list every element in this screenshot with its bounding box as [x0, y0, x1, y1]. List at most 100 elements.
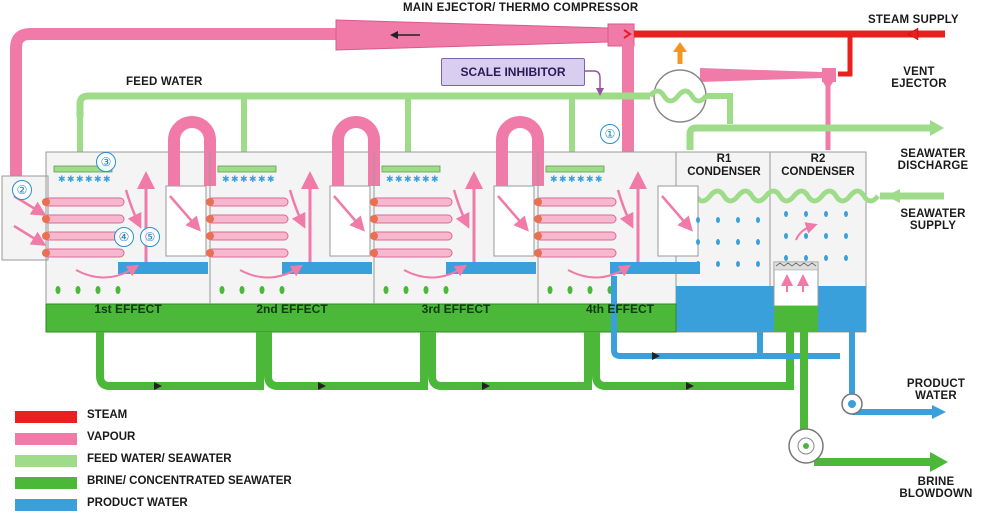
r2-condensate-drop — [804, 233, 808, 239]
effect-3-tube-end — [370, 215, 378, 223]
effect-1-transfer-bend — [168, 116, 216, 186]
effect-2-spray-drop: ✱ — [258, 175, 266, 185]
effect-2-spray-drop: ✱ — [240, 175, 248, 185]
effect-1-product-pool — [118, 262, 208, 274]
r1-condensate-drop — [696, 261, 700, 267]
seawater-discharge-line2: DISCHARGE — [897, 160, 969, 172]
effect-4-brine-drop — [567, 286, 573, 294]
effect-1-tube-end — [42, 215, 50, 223]
effect-2-tube-end — [206, 198, 214, 206]
effect-4-spray-drop: ✱ — [568, 175, 576, 185]
effect-2-brine-drop — [219, 286, 225, 294]
condenser-shell — [675, 151, 880, 333]
r1-condensate-drop — [696, 217, 700, 223]
effect-1-brine-drop — [55, 286, 61, 294]
effect-4-tube — [535, 197, 617, 207]
effect-1-brine-drop — [75, 286, 81, 294]
effect-3-tube — [371, 214, 453, 224]
vent-condenser — [648, 69, 733, 124]
r2-condensate-drop — [844, 233, 848, 239]
seawater-supply-line1: SEAWATER — [900, 208, 966, 220]
effect-1-tube — [43, 231, 125, 241]
seawater-discharge-line — [686, 120, 944, 150]
brine-transfer-lines — [96, 332, 794, 390]
r1-condensate-drop — [716, 261, 720, 267]
effect-2-product-pool — [282, 262, 372, 274]
effect-4-tube-end — [534, 215, 542, 223]
legend-swatch-steam — [15, 411, 77, 423]
effect-3-spray-drop: ✱ — [413, 175, 421, 185]
effect-2-tube — [207, 248, 289, 258]
r1-condensate-drop — [756, 261, 760, 267]
effect-1-tube — [43, 248, 125, 258]
effect-2-tube-end — [206, 249, 214, 257]
vent-ejector-label: VENT EJECTOR — [884, 66, 954, 90]
effect-4-product-pool — [610, 262, 700, 274]
effect-2-spray-drop: ✱ — [267, 175, 275, 185]
effect-3-label: 3rd EFFECT — [421, 302, 491, 316]
effect-2-tube-end — [206, 232, 214, 240]
r1-condensate-drop — [736, 261, 740, 267]
steam-line — [623, 27, 945, 77]
effect-3-tube-end — [370, 232, 378, 240]
legend-swatch-brine — [15, 477, 77, 489]
effect-1-tube-end — [42, 198, 50, 206]
effect-1-brine-drop — [95, 286, 101, 294]
legend-item-brine: BRINE/ CONCENTRATED SEAWATER — [15, 474, 375, 490]
r2-condensate-drop — [844, 211, 848, 217]
effect-3-brine-drop — [403, 286, 409, 294]
main-ejector-label: MAIN EJECTOR/ THERMO COMPRESSOR — [403, 2, 639, 14]
effect-3-brine-drop — [443, 286, 449, 294]
feed-water-header — [76, 92, 650, 158]
effect-1-spray-drop: ✱ — [58, 175, 66, 185]
r1-condensate-drop — [756, 239, 760, 245]
effect-3-spray-drop: ✱ — [404, 175, 412, 185]
effect-3-transfer-bend — [496, 116, 544, 186]
effect-2-spray-drop: ✱ — [231, 175, 239, 185]
effect-2-curl-arrow — [288, 189, 306, 229]
effect-2-tube-end — [206, 215, 214, 223]
legend-item-product-water: PRODUCT WATER — [15, 496, 375, 512]
brine-base — [45, 303, 677, 333]
effect-4-spray-drop: ✱ — [577, 175, 585, 185]
effect-4-tube-end — [534, 249, 542, 257]
effect-3-brine-drop — [423, 286, 429, 294]
effect-2-tube — [207, 197, 289, 207]
effect-4-tube-end — [534, 198, 542, 206]
effect-2-transfer-bend — [332, 116, 380, 186]
effect-4-spray-drop: ✱ — [586, 175, 594, 185]
scale-inhibitor-box: SCALE INHIBITOR — [441, 58, 585, 86]
condenser-r1-name: CONDENSER — [687, 166, 761, 178]
condenser-r1-id: R1 — [716, 153, 732, 165]
effect-2-vapour-arrow — [333, 195, 365, 232]
effect-3-vapour-arrow — [497, 195, 529, 232]
effect-1-condense-arrow — [75, 264, 140, 279]
effect-4-label: 4th EFFECT — [586, 302, 654, 316]
effect-3-spray-drop: ✱ — [431, 175, 439, 185]
inlet-vapour-arrow-b — [13, 224, 47, 246]
marker-4: ④ — [114, 227, 134, 247]
r2-condensate-drop — [784, 211, 788, 217]
product-water-line1: PRODUCT — [906, 378, 966, 390]
effect-1-spray-drop: ✱ — [76, 175, 84, 185]
vent-ejector — [700, 68, 836, 150]
r2-condensate-drop — [784, 255, 788, 261]
brine-blowdown-line2: BLOWDOWN — [899, 488, 973, 500]
seawater-supply-label: SEAWATER SUPPLY — [888, 208, 978, 232]
effect-3-product-pool — [446, 262, 536, 274]
effect-1-tube — [43, 197, 125, 207]
r1-condensate-drop — [716, 239, 720, 245]
r2-condensate-drop — [784, 233, 788, 239]
brine-blowdown-pump — [788, 428, 824, 464]
feed-water-label: FEED WATER — [126, 76, 203, 88]
effect-4-brine-drop — [587, 286, 593, 294]
legend-item-feed-water: FEED WATER/ SEAWATER — [15, 452, 375, 468]
vent-arrow — [673, 42, 687, 64]
effect-4-brine-drop — [547, 286, 553, 294]
r2-condensate-drop — [844, 255, 848, 261]
condenser-r1-label: R1 CONDENSER — [678, 153, 770, 179]
marker-5: ⑤ — [140, 227, 160, 247]
seawater-supply-line2: SUPPLY — [909, 220, 957, 232]
brine-blowdown-line — [800, 332, 948, 472]
